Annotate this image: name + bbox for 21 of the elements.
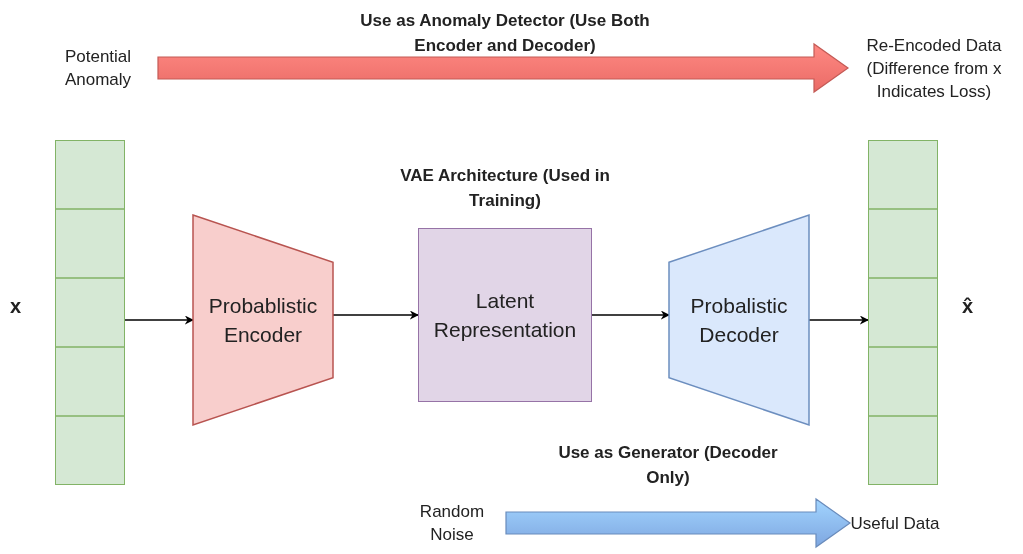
node-text: Probablistic Encoder	[207, 293, 319, 348]
variable-label: x̂	[962, 295, 974, 318]
section-heading: VAE Architecture (Used in Training)	[399, 165, 611, 212]
block-arrow	[505, 497, 852, 549]
arrow	[591, 310, 670, 320]
encoder-trapezoid	[193, 215, 333, 425]
latent-box	[418, 228, 592, 402]
block-arrow	[157, 42, 850, 94]
node-text: Useful Data	[850, 512, 940, 535]
edge-label: Use as Anomaly Detector (Use Both Encoder and Decoder)	[359, 10, 651, 57]
variable-label: x	[10, 295, 22, 318]
node-text: Re-Encoded Data (Difference from x Indicates Loss)	[865, 34, 1003, 103]
input-vector	[55, 140, 125, 485]
decoder-trapezoid	[669, 215, 809, 425]
output-vector	[868, 140, 938, 485]
node-text: Potential Anomaly	[63, 46, 133, 91]
node-text: Probalistic Decoder	[689, 293, 789, 348]
node-text: Latent Representation	[432, 288, 578, 343]
edge-label: Use as Generator (Decoder Only)	[557, 442, 779, 489]
arrow	[124, 315, 194, 325]
node-text: Random Noise	[418, 501, 486, 546]
